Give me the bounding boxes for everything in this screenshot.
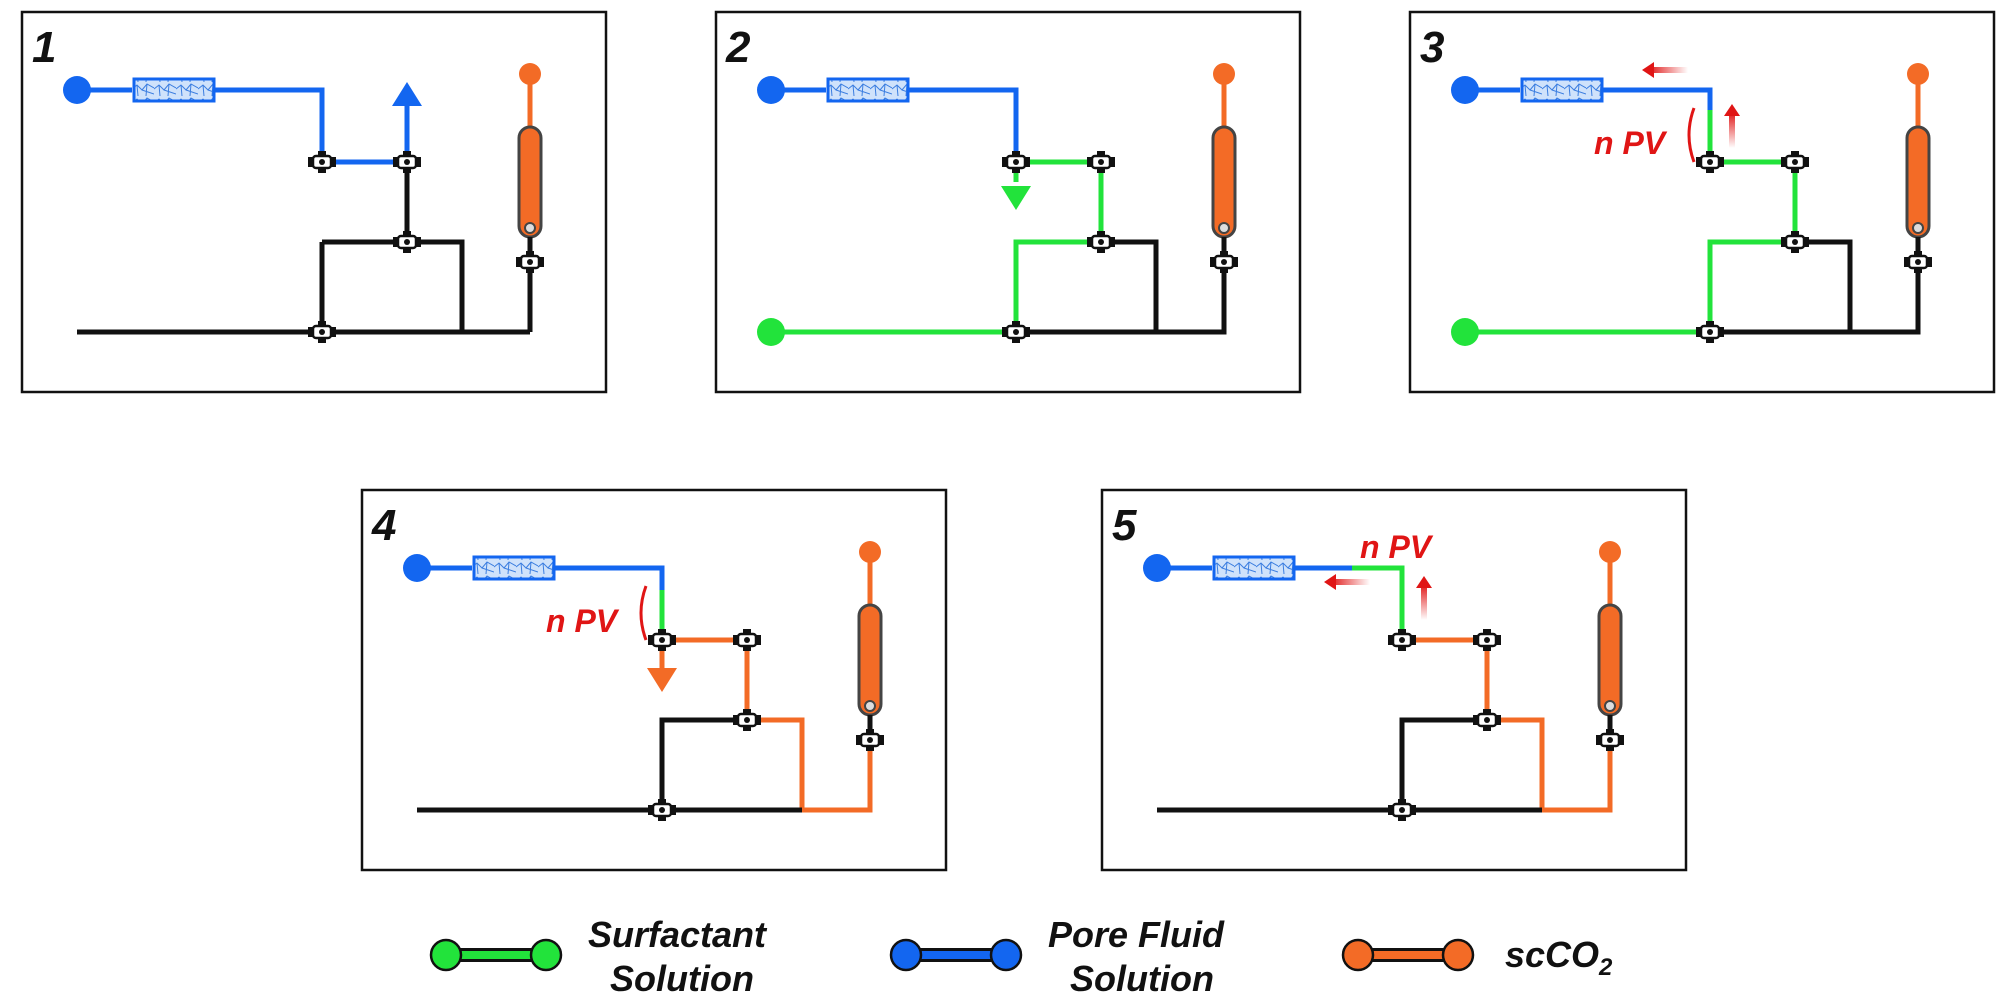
- valve-icon: [1210, 251, 1238, 273]
- flow-arrow-icon: [647, 668, 677, 692]
- volume-bracket: [1687, 107, 1696, 163]
- valve-icon: [1781, 151, 1809, 173]
- valve-icon: [648, 799, 676, 821]
- legend-label-line2: Solution: [1070, 958, 1214, 995]
- panel-2: 2: [714, 10, 1302, 394]
- valve-icon: [1473, 709, 1501, 731]
- cylinder-icon: [857, 603, 883, 717]
- valve-icon: [1696, 321, 1724, 343]
- valve-icon: [308, 151, 336, 173]
- pipe-segment: [659, 717, 747, 810]
- legend-swatch-end: [429, 938, 463, 972]
- flow-arrow-icon: [1324, 574, 1370, 590]
- valve-icon: [393, 231, 421, 253]
- legend-swatch-end: [529, 938, 563, 972]
- valve-icon: [1596, 729, 1624, 751]
- pipe-segment: [1013, 239, 1101, 332]
- valve-icon: [1696, 151, 1724, 173]
- legend-swatch-end: [889, 938, 923, 972]
- valve-icon: [648, 629, 676, 651]
- flow-arrow-icon: [1724, 104, 1740, 148]
- valve-icon: [393, 151, 421, 173]
- pipe-segment: [322, 239, 465, 332]
- panels-layer: 1 2 3 n PV 4 n PV 5 n PV: [20, 10, 1996, 872]
- cylinder-icon: [1597, 603, 1623, 717]
- flow-arrow-icon: [1416, 576, 1432, 620]
- valve-icon: [733, 709, 761, 731]
- panel-number: 4: [371, 501, 396, 550]
- valve-icon: [1002, 151, 1030, 173]
- legend-swatch-end: [1341, 938, 1375, 972]
- pipe-segment: [1602, 87, 1713, 110]
- panel-number: 1: [32, 23, 56, 72]
- valve-icon: [1388, 629, 1416, 651]
- flow-arrow-icon: [1001, 186, 1031, 210]
- pipe-segment: [908, 87, 1019, 162]
- valve-icon: [516, 251, 544, 273]
- legend-label-line2: Solution: [610, 958, 754, 995]
- cylinder-icon: [517, 125, 543, 239]
- panel-3: 3 n PV: [1408, 10, 1996, 394]
- npv-label: n PV: [1594, 125, 1668, 161]
- pipe-segment: [1352, 565, 1405, 640]
- valve-icon: [1781, 231, 1809, 253]
- panel-number: 5: [1112, 501, 1137, 550]
- valve-icon: [1904, 251, 1932, 273]
- pipe-segment: [1399, 717, 1487, 810]
- cylinder-icon: [1905, 125, 1931, 239]
- legend-item: scCO2: [1341, 934, 1613, 981]
- valve-icon: [1002, 321, 1030, 343]
- core-holder-icon: [472, 555, 556, 581]
- panel-number: 2: [725, 23, 751, 72]
- valve-icon: [856, 729, 884, 751]
- valve-icon: [1388, 799, 1416, 821]
- legend-swatch-end: [1441, 938, 1475, 972]
- panel-1: 1: [20, 10, 608, 394]
- legend-label: Pore Fluid: [1048, 914, 1225, 955]
- pipe-segment: [1101, 239, 1159, 332]
- flow-arrow-icon: [1642, 62, 1688, 78]
- valve-icon: [733, 629, 761, 651]
- legend-swatch-end: [989, 938, 1023, 972]
- core-holder-icon: [132, 77, 216, 103]
- core-holder-icon: [826, 77, 910, 103]
- panel-number: 3: [1420, 23, 1444, 72]
- valve-icon: [1087, 151, 1115, 173]
- pipe-segment: [1710, 262, 1921, 335]
- pipe-segment: [214, 87, 325, 162]
- panel-4: 4 n PV: [360, 488, 948, 872]
- volume-bracket: [639, 585, 648, 641]
- panel-5: 5 n PV: [1100, 488, 1688, 872]
- valve-icon: [1087, 231, 1115, 253]
- pipe-segment: [554, 565, 665, 590]
- flow-arrow-icon: [392, 82, 422, 106]
- valve-icon: [1473, 629, 1501, 651]
- npv-label: n PV: [546, 603, 620, 639]
- valve-icon: [308, 321, 336, 343]
- pipe-segment: [1707, 239, 1795, 332]
- pipe-segment: [1016, 262, 1227, 335]
- legend-subscript: 2: [1598, 954, 1613, 981]
- core-holder-icon: [1520, 77, 1604, 103]
- core-holder-icon: [1212, 555, 1296, 581]
- legend-label: scCO2: [1505, 934, 1613, 981]
- pipe-segment: [1795, 239, 1853, 332]
- cylinder-icon: [1211, 125, 1237, 239]
- npv-label: n PV: [1360, 529, 1434, 565]
- legend-label: Surfactant: [588, 914, 768, 955]
